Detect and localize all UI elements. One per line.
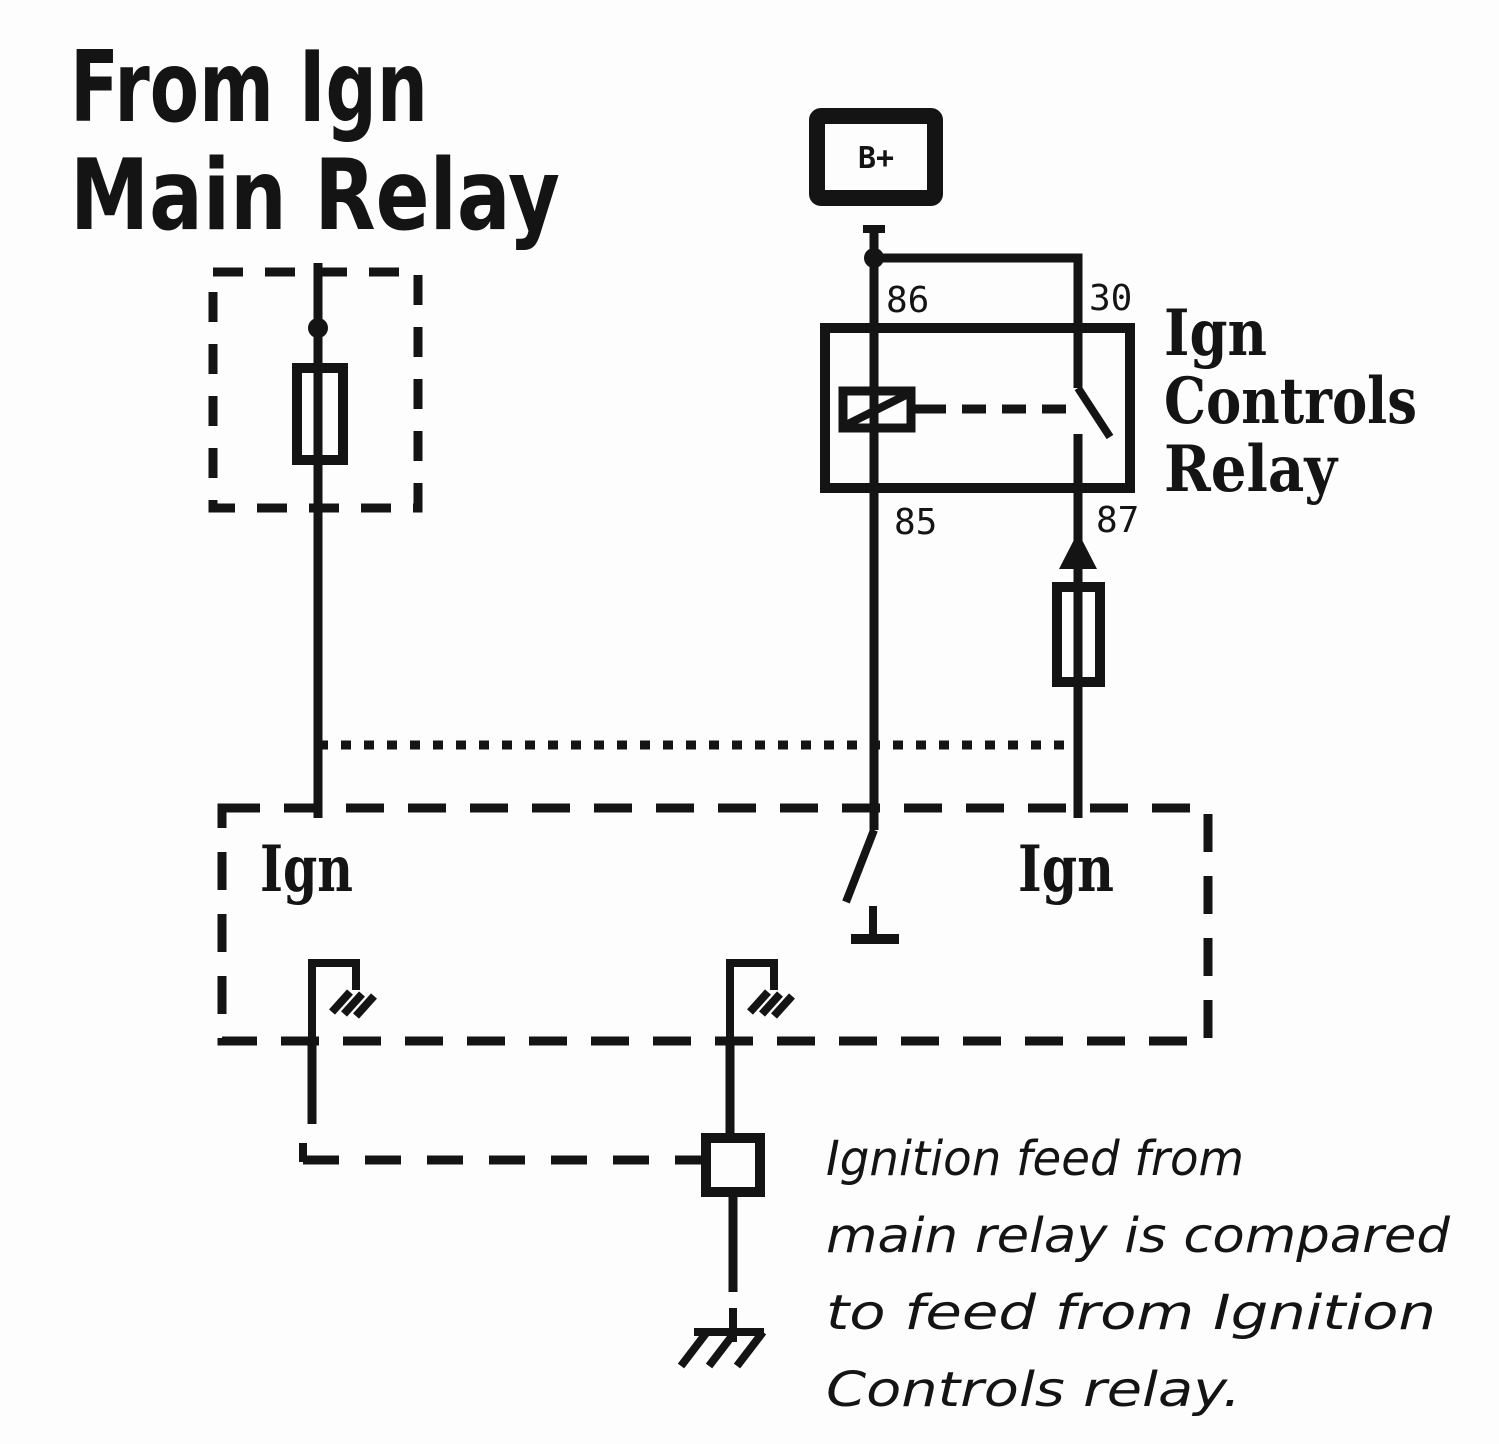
relay-switch-blade-icon: [1074, 385, 1114, 440]
title-line-1: From Ign: [70, 31, 428, 145]
battery-terminal: B+: [809, 108, 943, 206]
note-line-2: main relay is compared: [826, 1208, 1451, 1264]
note-line-4: Controls relay.: [826, 1362, 1241, 1418]
note-line-1: Ignition feed from: [826, 1131, 1244, 1187]
relay-name-line-2: Controls: [1164, 364, 1417, 439]
ground-hook: [308, 959, 360, 1041]
relay-name-block: Ign Controls Relay: [1164, 296, 1417, 507]
relay-box: [820, 323, 1135, 493]
internal-ground-left-icon: [308, 959, 377, 1041]
fuse-left-icon: [292, 363, 348, 465]
ground-hatch: [353, 993, 377, 1019]
ecu-dashed-outline: [217, 803, 1213, 1046]
flow-arrow-icon: [1059, 532, 1097, 569]
title-line-2: Main Relay: [70, 139, 560, 253]
relay-name-line-1: Ign: [1164, 296, 1267, 371]
b-plus-terminal-icon: [809, 108, 943, 206]
ground-hatch: [677, 1329, 711, 1369]
terminal-87-label: 87: [1096, 500, 1139, 541]
ign-controls-relay: 86 30 85 87: [820, 278, 1139, 543]
ecu-switch-blade-icon: [842, 828, 878, 904]
chassis-ground-icon: [677, 1328, 767, 1369]
connector-square-icon: [701, 1133, 765, 1197]
main-relay-fuse-box: [208, 263, 423, 818]
relay-coil-diagonal: [844, 390, 910, 429]
ground-hatch: [747, 989, 771, 1015]
ground-hatch: [733, 1329, 767, 1369]
ground-hook: [726, 959, 778, 1041]
ecu-box: Ign Ign: [217, 803, 1213, 1046]
ground-hatch: [329, 989, 353, 1015]
ground-hatch: [759, 991, 783, 1017]
note-line-3: to feed from Ignition: [826, 1285, 1436, 1341]
fuse-right-icon: [1052, 582, 1105, 687]
ecu-label-left: Ign: [260, 832, 353, 907]
terminal-85-label: 85: [894, 502, 937, 543]
terminal-30-label: 30: [1089, 278, 1132, 319]
relay-name-line-3: Relay: [1164, 432, 1339, 507]
b-plus-label: B+: [858, 141, 894, 176]
wire-branch-to-30: [874, 253, 1083, 388]
ground-path: [299, 1041, 767, 1369]
ground-hatch: [771, 993, 795, 1019]
terminal-86-label: 86: [886, 280, 929, 321]
ecu-label-right: Ign: [1018, 832, 1114, 907]
ground-hatch: [705, 1329, 739, 1369]
annotation-note: Ignition feed from main relay is compare…: [826, 1131, 1451, 1418]
internal-ground-middle-icon: [726, 959, 795, 1041]
junction-dot-icon: [308, 318, 328, 338]
title-block: From Ign Main Relay: [70, 31, 560, 253]
ground-hatch: [341, 991, 365, 1017]
